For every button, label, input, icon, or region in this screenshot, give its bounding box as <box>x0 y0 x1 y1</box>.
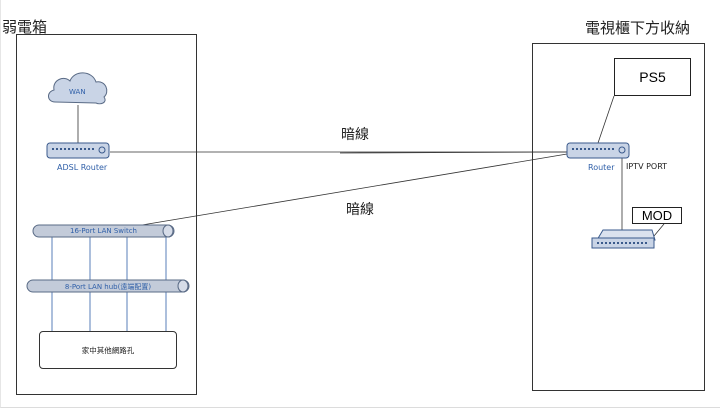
router-icon <box>46 142 110 159</box>
left-area-box <box>16 34 197 395</box>
router-icon <box>566 142 630 159</box>
right-area-title: 電視櫃下方收納 <box>585 19 691 37</box>
left-area-title: 弱電箱 <box>2 18 48 36</box>
cloud-icon <box>48 72 108 105</box>
right-area-box <box>532 43 705 391</box>
switch16-label: 16-Port LAN Switch <box>70 227 137 235</box>
home-ports-label: 家中其他網路孔 <box>81 345 135 355</box>
router-label: Router <box>588 163 615 172</box>
switch-icon <box>591 229 656 249</box>
hidden-line-bottom-label: 暗線 <box>346 202 374 218</box>
adsl-router-label: ADSL Router <box>57 163 108 172</box>
hub8-bus <box>26 279 190 293</box>
home-ports-box: 家中其他網路孔 <box>39 331 177 369</box>
mod-box: MOD <box>632 207 682 224</box>
switch16-bus <box>32 224 175 238</box>
iptv-port-label: IPTV PORT <box>626 162 668 171</box>
cloud-label: WAN <box>69 88 86 96</box>
ps5-box: PS5 <box>614 58 691 96</box>
hub8-label: 8-Port LAN hub(遠端配置) <box>64 283 152 291</box>
hidden-line-top-label: 暗線 <box>341 127 369 143</box>
hidden-line-bottom <box>129 153 568 228</box>
